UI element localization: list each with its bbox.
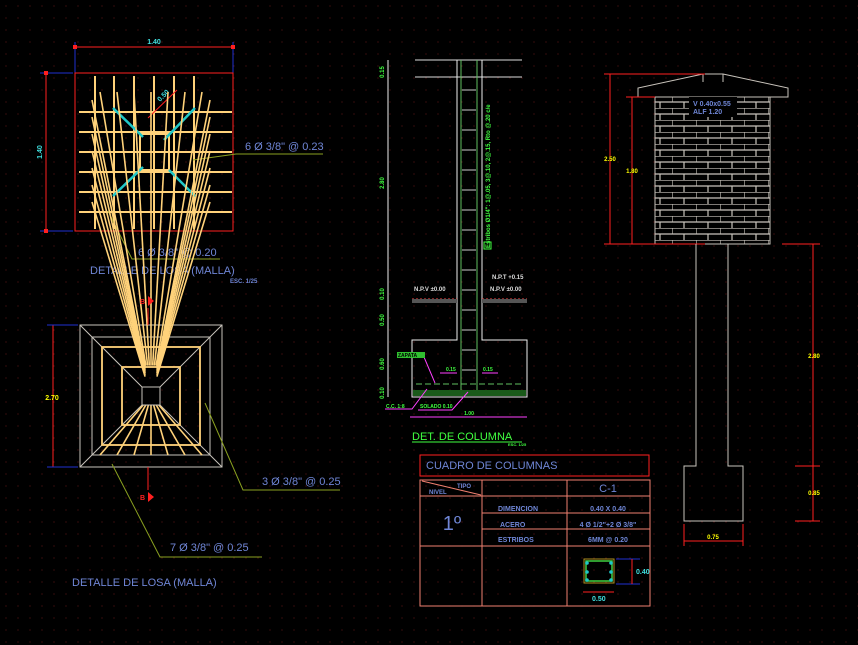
dim-outer: 2.50 — [604, 157, 616, 163]
slab-outline — [74, 72, 234, 232]
radial-rebar — [99, 91, 147, 366]
column-outline — [411, 60, 528, 398]
radial-rebar — [99, 401, 147, 456]
radial-rebar — [156, 133, 211, 370]
dim-shaft: 2.80 — [808, 354, 820, 360]
dim-width: 0.75 — [707, 535, 719, 541]
slab-title: DETALLE DE LOSA (MALLA) — [72, 577, 217, 589]
dim-inner: 1.80 — [626, 169, 638, 175]
radial-rebar — [91, 99, 146, 367]
slab-scale: ESC. 1/25 — [230, 279, 258, 285]
column-scale: ESC. 1/25 — [508, 442, 527, 447]
radial-rebar — [153, 91, 186, 366]
concreto-note: C.C. 1:8 — [386, 404, 405, 410]
radial-rebar — [116, 91, 149, 366]
dim-solado: 0.10 — [380, 387, 386, 399]
table-title: CUADRO DE COLUMNAS — [426, 460, 557, 472]
section-label-top: B — [140, 299, 145, 306]
row-value-estribos: 6MM @ 0.20 — [588, 537, 628, 544]
row-label-estribos: ESTRIBOS — [498, 537, 534, 544]
radial-rebar — [155, 91, 203, 366]
row-value-acero: 4 Ø 1/2"+2 Ø 3/8" — [580, 522, 637, 529]
radial-rebar — [91, 150, 146, 372]
dimension-label-top: 1.40 — [147, 39, 161, 46]
radial-rebar — [151, 401, 169, 456]
zapata-note: ZAPATA — [398, 353, 418, 359]
solado-note: SOLADO 0.10 — [420, 404, 453, 410]
tank-label-box — [689, 97, 737, 117]
radial-rebar — [156, 150, 211, 372]
column-title: DET. DE COLUMNA — [412, 431, 513, 443]
dim-footing: 0.60 — [380, 358, 386, 370]
rebar-mesh — [79, 76, 232, 229]
rebar-label-bottom: 6 Ø 3/8" @ 0.20 — [138, 247, 217, 259]
radial-rebar — [91, 184, 146, 376]
ntn-left: N.P.V ±0.00 — [414, 287, 446, 293]
tank-label-line1: V 0.40x0.55 — [693, 101, 731, 108]
center-opening — [141, 386, 161, 406]
dim-beam: 0.15 — [380, 66, 386, 78]
radial-rebar — [153, 401, 186, 456]
npt-level: N.P.T +0.15 — [492, 275, 524, 281]
footing-width: 1.00 — [464, 411, 474, 417]
dimension-label-left: 2.70 — [45, 395, 59, 402]
radial-rebar — [156, 116, 211, 369]
header-nivel: NIVEL — [429, 490, 447, 496]
level-value: 1º — [443, 513, 462, 535]
radial-rebar — [156, 167, 211, 374]
brick-tank-body — [654, 96, 771, 245]
rebar-label-top: 6 Ø 3/8" @ 0.23 — [245, 141, 324, 153]
row-label-dimension: DIMENCION — [498, 506, 538, 513]
dim-floor: 0.10 — [380, 288, 386, 300]
stirrups — [462, 89, 476, 371]
radial-rebar — [133, 91, 151, 366]
column-section-sketch: 0.40 0.50 — [583, 558, 650, 603]
section-width: 0.50 — [592, 596, 606, 603]
tank-support-column — [683, 244, 744, 522]
radial-rebar — [133, 401, 151, 456]
bar-spacing-left: 0.15 — [446, 367, 456, 373]
ntn-right: N.P.V ±0.00 — [490, 287, 522, 293]
header-tipo: TIPO — [457, 484, 471, 490]
dim-footing: 0.85 — [808, 491, 820, 497]
radial-rebar — [91, 167, 146, 374]
stirrup-note: Estribos Ø1/4": 1@.05, 3@.10, 2@.15, Rto… — [486, 104, 492, 248]
radial-rebar — [91, 116, 146, 369]
section-marker-bottom-icon — [148, 492, 154, 502]
radial-rebar — [156, 99, 211, 367]
radial-rebar — [91, 133, 146, 370]
radial-rebar — [156, 184, 211, 376]
column-detail: 0.15 2.80 0.10 0.50 0.60 0.10 Estribos Ø… — [380, 59, 528, 447]
solado-hatch — [413, 390, 526, 396]
dimension-label-left: 1.40 — [37, 145, 44, 159]
radial-rebar — [116, 401, 149, 456]
dim-depth: 0.50 — [380, 314, 386, 326]
section-height: 0.40 — [636, 569, 650, 576]
section-marker-top-icon — [148, 296, 154, 306]
row-label-acero: ACERO — [500, 522, 526, 529]
rebar-label-right: 3 Ø 3/8" @ 0.25 — [262, 476, 341, 488]
row-value-dimension: 0.40 X 0.40 — [590, 506, 626, 513]
section-label-bottom: B — [140, 495, 145, 502]
column-schedule-table: CUADRO DE COLUMNAS TIPO NIVEL C-1 1º DIM… — [419, 454, 651, 607]
table-title-box — [419, 454, 650, 477]
rebar-label-bottom: 7 Ø 3/8" @ 0.25 — [170, 542, 249, 554]
radial-rebar — [155, 401, 203, 456]
dim-column-height: 2.80 — [380, 177, 386, 189]
elevated-tank-elevation: V 0.40x0.55 ALF 1.20 2.50 1.80 2.80 0.85… — [604, 73, 820, 546]
tank-label-line2: ALF 1.20 — [693, 109, 722, 116]
column-type: C-1 — [599, 483, 617, 495]
slab-detail-2: 2.70 B B 3 Ø 3/8" @ 0.25 7 Ø 3/8" @ 0.25… — [45, 91, 341, 589]
radial-rebar — [151, 91, 169, 366]
bar-spacing-right: 0.15 — [483, 367, 493, 373]
